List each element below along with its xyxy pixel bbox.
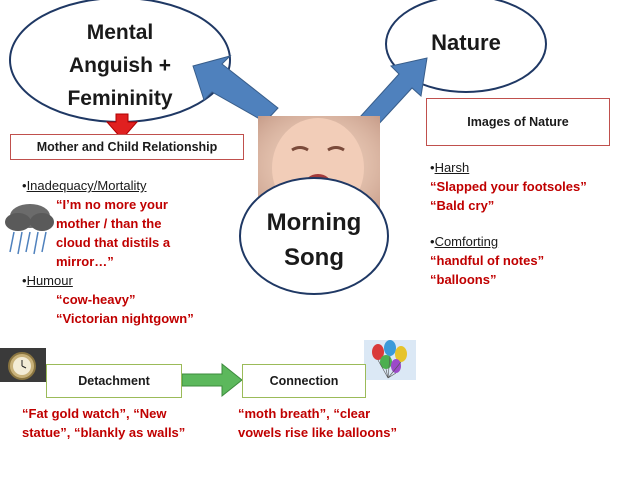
- quote-line: “I’m no more your: [56, 197, 168, 212]
- quote-line: mother / than the: [56, 216, 162, 231]
- mental-line-3: Femininity: [67, 87, 173, 110]
- mother-child-box: Mother and Child Relationship: [10, 134, 244, 160]
- harsh-quotes: “Slapped your footsoles” “Bald cry”: [430, 177, 630, 215]
- mental-line-2: Anguish +: [68, 54, 172, 77]
- pocket-watch-icon: [0, 348, 46, 382]
- quote-line: “Bald cry”: [430, 198, 495, 213]
- quote-line: vowels rise like balloons”: [238, 425, 397, 440]
- inadequacy-heading: •Inadequacy/Mortality: [22, 176, 252, 195]
- quote-line: “handful of notes”: [430, 253, 545, 268]
- quote-line: “Victorian nightgown”: [56, 311, 194, 326]
- mental-anguish-title: Mental Anguish + Femininity: [30, 16, 210, 115]
- morning-line-1: Morning: [266, 209, 362, 236]
- bullet: •: [430, 160, 435, 175]
- morning-song-ellipse: [239, 177, 389, 295]
- images-of-nature-box: Images of Nature: [426, 98, 610, 146]
- balloons-icon: [364, 340, 416, 380]
- rain-cloud-icon: [5, 204, 54, 255]
- connection-box: Connection: [242, 364, 366, 398]
- inadequacy-quote: “I’m no more your mother / than the clou…: [22, 195, 252, 271]
- nature-ellipse: [385, 0, 547, 93]
- mental-line-1: Mental: [86, 21, 154, 44]
- green-arrow: [181, 362, 243, 398]
- quote-line: statue”, “blankly as walls”: [22, 425, 186, 440]
- left-notes: •Inadequacy/Mortality “I’m no more your …: [22, 176, 252, 328]
- detachment-box: Detachment: [46, 364, 182, 398]
- harsh-label: Harsh: [434, 160, 470, 175]
- quote-line: “Fat gold watch”, “New: [22, 406, 167, 421]
- humour-heading: •Humour: [22, 271, 252, 290]
- quote-line: “moth breath”, “clear: [238, 406, 371, 421]
- quote-line: “cow-heavy”: [56, 292, 136, 307]
- comforting-label: Comforting: [434, 234, 499, 249]
- quote-line: “Slapped your footsoles”: [430, 179, 587, 194]
- morning-line-2: Song: [284, 244, 344, 271]
- quote-line: mirror…”: [56, 254, 114, 269]
- humour-label: Humour: [26, 273, 73, 288]
- connection-quote: “moth breath”, “clear vowels rise like b…: [238, 404, 448, 442]
- morning-song-title: Morning Song: [250, 205, 378, 275]
- comforting-quotes: “handful of notes” “balloons”: [430, 251, 630, 289]
- right-notes: •Harsh “Slapped your footsoles” “Bald cr…: [430, 158, 630, 289]
- comforting-heading: •Comforting: [430, 232, 630, 251]
- detachment-quote: “Fat gold watch”, “New statue”, “blankly…: [22, 404, 232, 442]
- harsh-heading: •Harsh: [430, 158, 630, 177]
- arrow-to-mental: [192, 55, 279, 123]
- inadequacy-label: Inadequacy/Mortality: [26, 178, 147, 193]
- quote-line: “balloons”: [430, 272, 497, 287]
- nature-title: Nature: [431, 30, 501, 55]
- red-down-arrow: [105, 113, 139, 140]
- bullet: •: [430, 234, 435, 249]
- quote-line: cloud that distils a: [56, 235, 171, 250]
- bullet: •: [22, 273, 27, 288]
- humour-quotes: “cow-heavy” “Victorian nightgown”: [22, 290, 252, 328]
- bullet: •: [22, 178, 27, 193]
